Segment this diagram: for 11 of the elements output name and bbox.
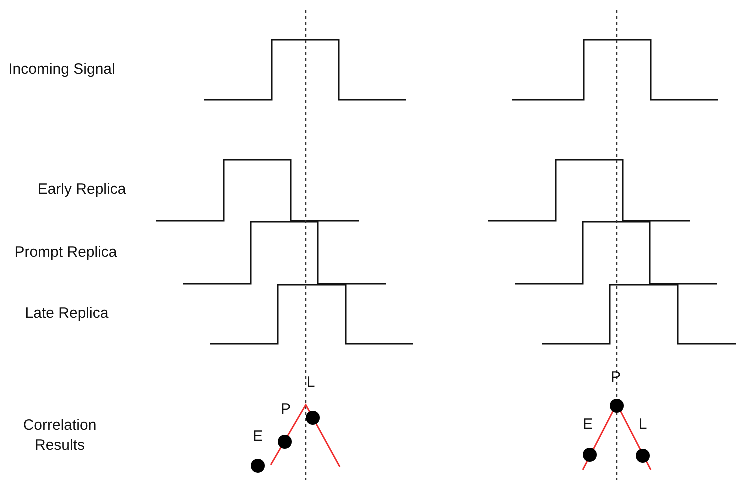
point-label: L (638, 415, 648, 435)
signal-label: Early Replica (36, 180, 128, 200)
point-label: P (610, 368, 622, 388)
signal-label: Correlation Results (22, 416, 98, 456)
signal-label: Prompt Replica (14, 243, 118, 263)
point-label: L (306, 373, 316, 393)
point-label: P (280, 400, 292, 420)
point-label: E (252, 427, 264, 447)
point-label: E (582, 415, 594, 435)
signal-label: Incoming Signal (8, 60, 116, 80)
signal-label: Late Replica (24, 304, 110, 324)
